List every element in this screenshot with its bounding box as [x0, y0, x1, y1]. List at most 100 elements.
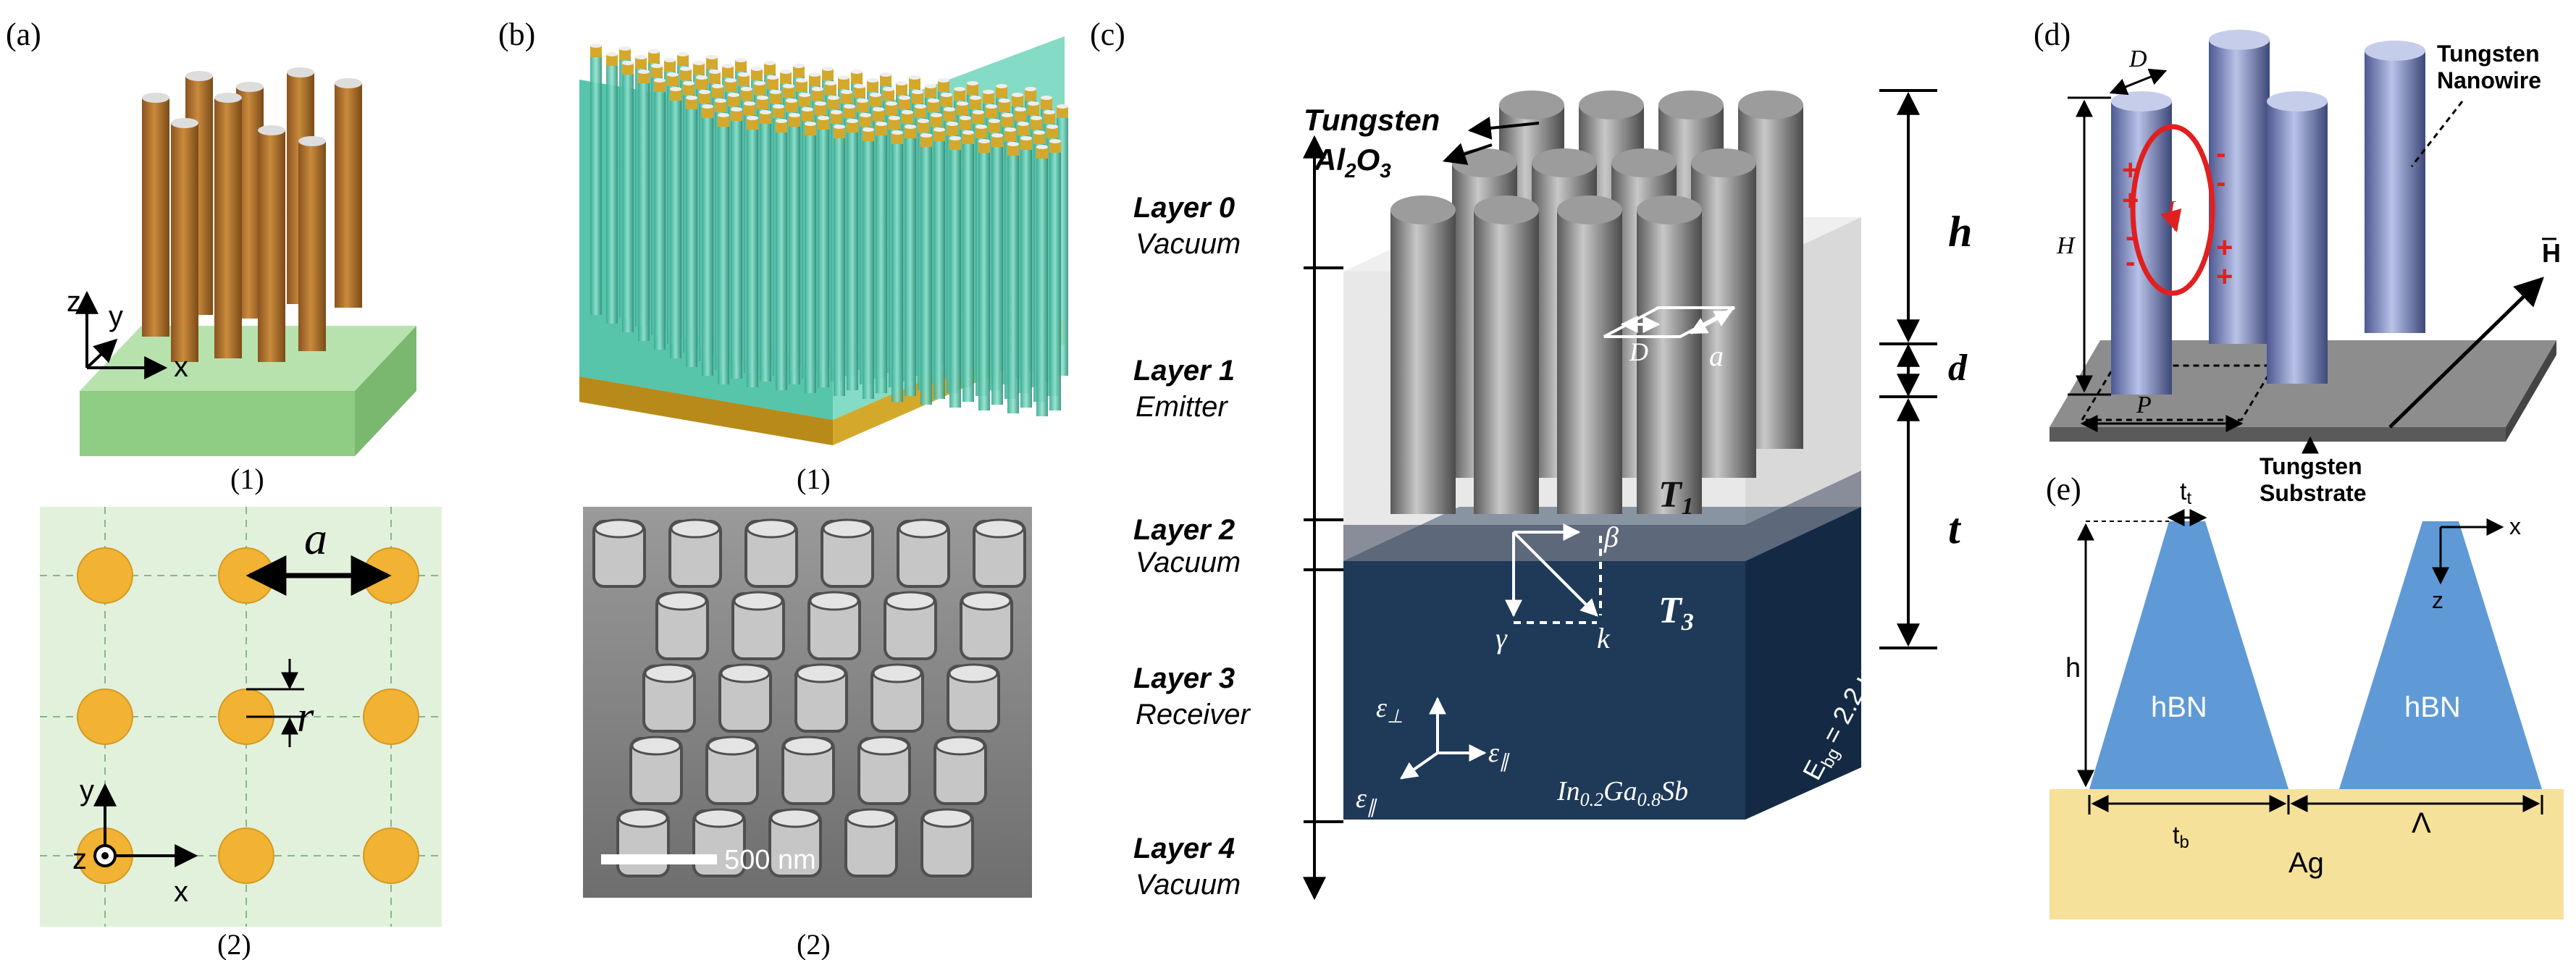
- nanorod: [298, 136, 326, 351]
- nanowire: [905, 125, 916, 396]
- nanowire: [747, 116, 758, 387]
- alpha-arrow: [1689, 310, 1733, 334]
- hbn-grating-2: [2339, 521, 2542, 789]
- nanowire: [702, 104, 713, 376]
- sem-pillar: [807, 591, 861, 660]
- nanowire: [638, 70, 650, 341]
- sub-label-b2: (2): [797, 928, 831, 960]
- nanowire: [818, 116, 829, 387]
- panel-label-a: (a): [6, 17, 41, 52]
- sub-label-a1: (1): [230, 463, 264, 495]
- permittivity-axes: [1400, 696, 1487, 780]
- tungsten-cylinders: [1390, 90, 1803, 514]
- layer-2-name: Layer 2: [1133, 514, 1235, 546]
- nanowire: [934, 127, 945, 399]
- sem-pillar: [960, 591, 1013, 660]
- svg-text:-: -: [2216, 138, 2225, 169]
- sem-pillar: [668, 518, 722, 588]
- sem-pillar: [592, 518, 646, 588]
- eps-perp-label: ε⊥: [1376, 693, 1404, 727]
- panel-label-c: (c): [1090, 17, 1125, 52]
- panel-c: (c) D a Tungsten Al2O3: [1090, 17, 1972, 901]
- tungsten-cylinder: [1474, 195, 1539, 514]
- lambda-label: Λ: [2412, 807, 2431, 839]
- h-field-label: H: [2542, 238, 2561, 268]
- lattice-circle: [218, 828, 274, 884]
- lattice-top-view: [40, 507, 442, 927]
- layer-0-role: Vacuum: [1136, 228, 1241, 260]
- nanowire: [622, 61, 634, 332]
- axis2-y-label: y: [80, 775, 94, 807]
- layer-4-role: Vacuum: [1136, 869, 1241, 901]
- axis-z-label: z: [67, 286, 81, 318]
- thickness-t-label: t: [1948, 505, 1962, 552]
- nanowire: [805, 122, 816, 393]
- panel-d: (d) I + + - - - - + + D: [2034, 17, 2561, 506]
- panel-label-e: (e): [2046, 471, 2081, 507]
- tungsten-cylinder: [1557, 195, 1622, 514]
- eps-par2-label: ε∥: [1356, 783, 1377, 817]
- d-arrow: [2109, 68, 2168, 96]
- layer-1-role: Emitter: [1136, 391, 1228, 423]
- sem-pillar: [884, 591, 937, 660]
- lattice-circle: [77, 547, 133, 604]
- h-field-arrow: [2388, 277, 2544, 429]
- sem-pillar: [844, 808, 898, 877]
- h-height-label: H: [2056, 232, 2076, 259]
- nanowire: [1020, 136, 1032, 408]
- sem-pillar: [655, 591, 709, 660]
- sem-pillar: [718, 663, 772, 733]
- svg-text:+: +: [2122, 154, 2139, 186]
- green-substrate: [80, 326, 416, 456]
- charge-signs: + + - - - - + +: [2122, 138, 2233, 292]
- layer-labels: Layer 0 Vacuum Layer 1 Emitter Layer 2 V…: [1133, 192, 1251, 901]
- sub-label-b1: (1): [797, 463, 831, 495]
- hbn-label-1: hBN: [2151, 691, 2207, 723]
- sem-pillar: [920, 808, 974, 877]
- nanowire: [2267, 91, 2328, 384]
- substrate-gap: [1343, 471, 1861, 561]
- nanorod: [335, 78, 362, 308]
- panel-label-d: (d): [2034, 17, 2071, 52]
- layer-4-name: Layer 4: [1133, 833, 1235, 864]
- t1-label: T1: [1658, 474, 1694, 520]
- nanowire: [718, 113, 729, 384]
- nanowire: [760, 110, 771, 382]
- gap-d-label: d: [1948, 348, 1968, 389]
- material-label: In0.2Ga0.8Sb: [1556, 776, 1688, 810]
- layer-3-name: Layer 3: [1133, 662, 1235, 694]
- nanowire: [834, 125, 845, 396]
- tungsten-cylinder: [1637, 195, 1702, 514]
- axis2-x-label: x: [174, 876, 188, 908]
- beta-label: β: [1603, 521, 1619, 553]
- p-period-label: P: [2136, 392, 2152, 418]
- height-h-label: h: [1948, 208, 1972, 256]
- eps-par-label: ε∥: [1488, 738, 1510, 772]
- sem-pillar: [705, 736, 759, 805]
- sem-pillar: [857, 736, 911, 805]
- lattice-circle: [363, 828, 419, 884]
- receiver-side: [1745, 507, 1861, 820]
- axis-x-label: x: [174, 351, 188, 383]
- lattice-circle: [77, 689, 133, 745]
- sem-pillar: [821, 518, 874, 588]
- svg-text:-: -: [2126, 221, 2135, 253]
- nanowire: [962, 130, 974, 402]
- current-loop: [2130, 124, 2215, 296]
- panel-a: (a) z y x (1): [6, 17, 442, 960]
- nanowire: [654, 78, 666, 350]
- nanowire: [847, 119, 858, 390]
- layer-3-role: Receiver: [1136, 699, 1251, 730]
- nanowire: [606, 52, 618, 324]
- receiver-front: [1343, 561, 1745, 820]
- svg-text:-: -: [2216, 167, 2225, 198]
- nanowire: [876, 122, 887, 393]
- tb-label: tb: [2173, 822, 2189, 852]
- nanowire-array: [590, 43, 1068, 416]
- nanowire: [1049, 139, 1061, 410]
- scale-bar-label: 500 nm: [724, 845, 816, 875]
- nanowire: [920, 133, 932, 405]
- lattice-a-label: a: [304, 513, 327, 564]
- diameter-label: D: [1629, 337, 1648, 366]
